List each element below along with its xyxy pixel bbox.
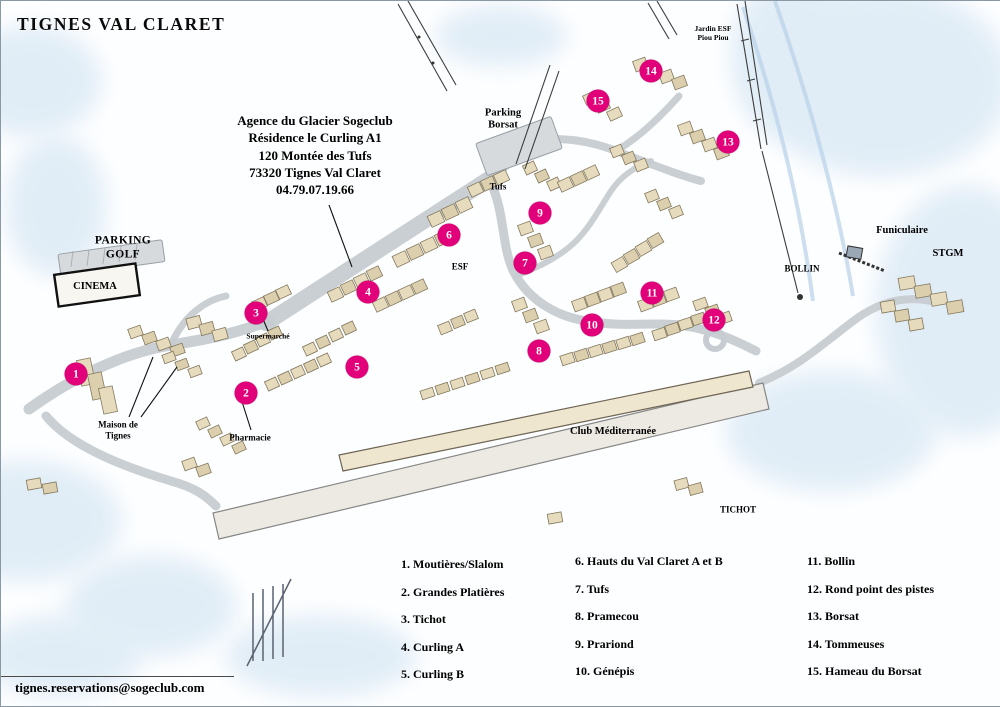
agency-street: 120 Montée des Tufs <box>258 147 372 163</box>
map-label-jardin-esf: Jardin ESF Piou Piou <box>694 24 732 42</box>
legend-item-10: 10. Génépis <box>575 664 635 678</box>
map-marker-11: 11 <box>640 281 664 305</box>
legend-item-13: 13. Borsat <box>807 609 859 623</box>
map-label-stgm: STGM <box>932 247 964 259</box>
map-label-supermarche: Supermarché <box>246 331 290 341</box>
map-marker-10: 10 <box>580 313 604 337</box>
contact-email: tignes.reservations@sogeclub.com <box>15 680 205 695</box>
map-label-tichot: TICHOT <box>719 504 757 515</box>
map-label-tufs: Tufs <box>489 181 507 192</box>
legend-column-3: 11. Bollin 12. Rond point des pistes 13. B… <box>807 554 934 679</box>
legend-column-1: 1. Moutières/Slalom 2. Grandes Platières 3… <box>401 557 504 682</box>
map-marker-7: 7 <box>513 251 537 275</box>
legend-item-12: 12. Rond point des pistes <box>807 581 935 596</box>
map-marker-13: 13 <box>716 130 740 154</box>
legend-item-5: 5. Curling B <box>401 667 465 681</box>
legend-item-15: 15. Hameau du Borsat <box>807 664 922 678</box>
legend-item-11: 11. Bollin <box>807 554 856 568</box>
parking-areas <box>57 116 563 277</box>
frame-line <box>1 676 234 677</box>
map-label-parking-borsat: Parking Borsat <box>484 107 522 131</box>
map-marker-12: 12 <box>702 308 726 332</box>
agency-residence: Résidence le Curling A1 <box>248 130 382 146</box>
cinema-building <box>52 262 142 308</box>
agency-name: Agence du Glacier Sogeclub <box>237 113 393 128</box>
map-label-bollin: BOLLIN <box>784 263 820 274</box>
map-label-pharmacie: Pharmacie <box>229 432 271 443</box>
club-med-building <box>338 370 754 472</box>
agency-phone: 04.79.07.19.66 <box>276 182 354 198</box>
map-label-esf: ESF <box>451 261 469 272</box>
ski-slope-lines <box>741 1 855 302</box>
map-marker-8: 8 <box>527 339 551 363</box>
legend-column-2: 6. Hauts du Val Claret A et B 7. Tufs 8. P… <box>575 554 723 679</box>
map-title: TIGNES VAL CLARET <box>17 14 226 34</box>
legend-item-7: 7. Tufs <box>575 581 610 596</box>
legend-item-6: 6. Hauts du Val Claret A et B <box>575 554 723 568</box>
map-marker-4: 4 <box>356 280 380 304</box>
map-label-cinema: CINEMA <box>73 280 117 292</box>
legend-item-8: 8. Pramecou <box>575 609 639 623</box>
legend-item-1: 1. Moutières/Slalom <box>401 557 504 571</box>
map-marker-5: 5 <box>345 355 369 379</box>
map-label-club-mediterranee: Club Méditerranée <box>569 425 657 437</box>
map-marker-1: 1 <box>64 362 88 386</box>
map-marker-15: 15 <box>586 89 610 113</box>
map-marker-2: 2 <box>234 381 258 405</box>
map-marker-3: 3 <box>244 301 268 325</box>
map-label-funiculaire: Funiculaire <box>876 224 928 236</box>
legend-item-2: 2. Grandes Platières <box>401 584 505 599</box>
buildings <box>25 56 965 525</box>
ski-lifts <box>246 1 886 667</box>
map-label-parking-golf: PARKING GOLF <box>94 234 152 260</box>
legend-item-14: 14. Tommeuses <box>807 636 885 651</box>
funicular-track <box>838 245 886 273</box>
legend-item-3: 3. Tichot <box>401 612 446 626</box>
club-med-area <box>212 370 770 540</box>
lift-structure-bottom <box>246 578 292 667</box>
legend-item-9: 9. Prariond <box>575 636 634 651</box>
legend-item-4: 4. Curling A <box>401 639 465 654</box>
agency-address-block: Agence du Glacier Sogeclub Résidence le … <box>201 112 429 198</box>
map-marker-6: 6 <box>437 223 461 247</box>
map-marker-9: 9 <box>528 201 552 225</box>
map-marker-14: 14 <box>639 59 663 83</box>
map-label-maison-de-tignes: Maison de Tignes <box>98 419 138 440</box>
agency-city: 73320 Tignes Val Claret <box>249 164 381 180</box>
